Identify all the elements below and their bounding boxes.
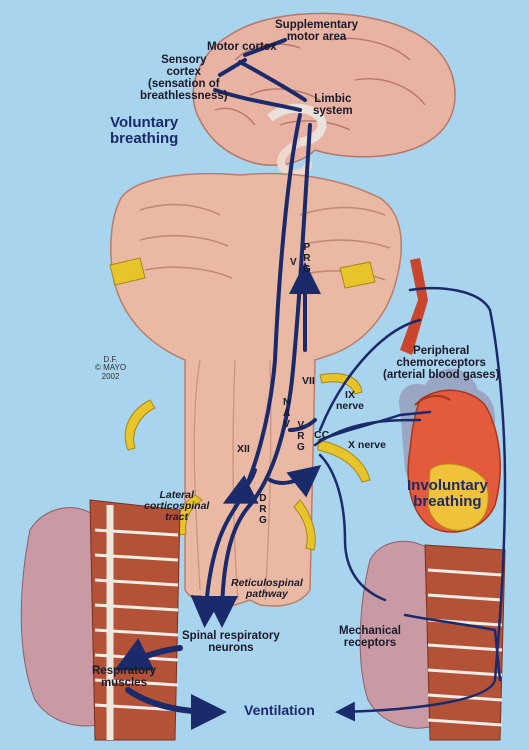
feedback-pathways xyxy=(313,286,507,722)
supplementary-motor-area-label: Supplementary motor area xyxy=(275,19,359,44)
efferent-arrows xyxy=(114,638,227,730)
peripheral-chemoreceptors-label: Peripheral chemoreceptors (arterial bloo… xyxy=(383,345,500,382)
heart xyxy=(399,258,501,533)
motor-cortex-label: Motor cortex xyxy=(207,41,277,53)
spinal-respiratory-neurons-label: Spinal respiratory neurons xyxy=(182,630,280,655)
vii-label: VII xyxy=(302,375,315,387)
cc-label: CC xyxy=(314,429,330,441)
voluntary-breathing-label: Voluntary breathing xyxy=(110,114,179,147)
reticulospinal-pathway-label: Reticulospinal pathway xyxy=(231,577,303,601)
prg-v-label: V xyxy=(290,257,297,268)
lateral-corticospinal-tract-label: Lateral corticospinal tract xyxy=(144,489,210,524)
mechanical-receptors-label: Mechanical receptors xyxy=(339,625,401,650)
sensory-cortex-label: Sensory cortex (sensation of breathlessn… xyxy=(140,54,228,103)
involuntary-breathing-label: Involuntary breathing xyxy=(407,477,488,510)
nav-label: N A V xyxy=(283,397,291,430)
limbic-system-label: Limbic system xyxy=(313,93,353,118)
xii-label: XII xyxy=(237,443,250,455)
x-nerve-label: X nerve xyxy=(348,439,386,451)
neural-pathways xyxy=(190,38,322,628)
drg-label: D R G xyxy=(259,493,267,526)
ventilation-label: Ventilation xyxy=(244,702,315,718)
prg-label: P R G xyxy=(303,242,311,275)
vrg-label: V R G xyxy=(297,420,305,453)
respiratory-muscles-label: Respiratory muscles xyxy=(92,665,156,690)
cranial-nerves xyxy=(109,257,376,551)
left-lung-ribcage xyxy=(20,499,181,741)
ix-nerve-label: IX nerve xyxy=(336,389,365,413)
right-lung-ribcage xyxy=(359,540,506,741)
credit-label: D.F. © MAYO 2002 xyxy=(95,355,127,381)
